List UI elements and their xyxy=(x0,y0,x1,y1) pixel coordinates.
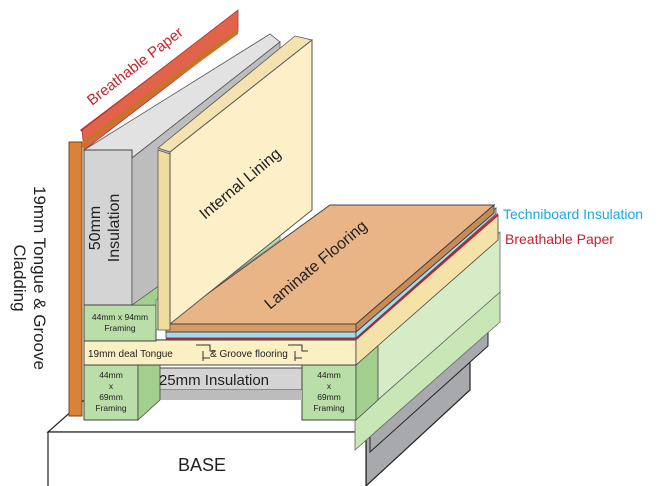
joist-left-label-line4: Framing xyxy=(95,403,126,413)
joist-right-label-line2: x xyxy=(327,381,332,391)
cladding-label-line2: Cladding xyxy=(10,244,29,311)
wall-framing-label-line1: 44mm x 94mm xyxy=(92,312,148,322)
joist-right-label-line4: Framing xyxy=(313,403,344,413)
base-label: BASE xyxy=(178,455,226,475)
cladding-label-line1: 19mm Tongue & Groove xyxy=(30,186,49,370)
floor-insulation-label: 25mm Insulation xyxy=(159,372,269,389)
wall-insulation-label-line1: 50mm xyxy=(87,206,104,250)
deal-flooring xyxy=(83,213,499,366)
wall xyxy=(68,9,313,417)
joist-left-label-line1: 44mm xyxy=(99,370,123,380)
joist-left-label-line2: x xyxy=(109,381,114,391)
deal-flooring-label-part1: 19mm deal Tongue xyxy=(88,349,173,360)
joist-right-label-line3: 69mm xyxy=(317,392,341,402)
joist-right-label-line1: 44mm xyxy=(317,370,341,380)
techniboard-label: Techniboard Insulation xyxy=(503,206,643,222)
wall-insulation-label-line2: Insulation xyxy=(106,194,123,263)
laminate-flooring xyxy=(164,203,496,334)
breathable-paper-floor-label: Breathable Paper xyxy=(505,231,614,247)
joist-left-label-line3: 69mm xyxy=(99,392,123,402)
wall-framing-label-line2: Framing xyxy=(104,323,135,333)
deal-flooring-label-part2: & Groove flooring xyxy=(210,349,288,360)
